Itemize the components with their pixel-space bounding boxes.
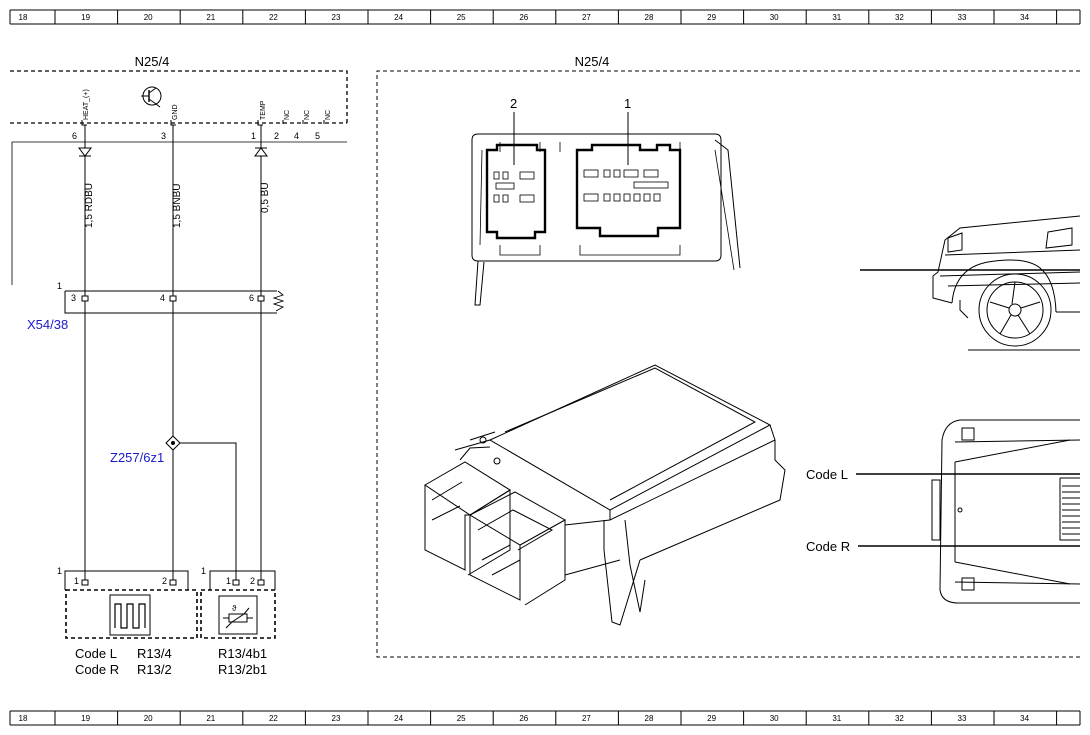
- arrow-up-icon: [254, 147, 268, 157]
- splice-label: Z257/6z1: [110, 450, 164, 465]
- heater-number: 1: [57, 566, 62, 576]
- grid-number: 32: [895, 13, 904, 22]
- signal-nc-4: NC: [304, 110, 311, 120]
- module-dashed-border: [10, 70, 348, 123]
- signal-nc-2: NC: [284, 110, 291, 120]
- grid-number: 29: [707, 714, 716, 723]
- grid-number: 28: [645, 13, 654, 22]
- grid-number: 28: [645, 714, 654, 723]
- vehicle-top-view: [931, 419, 1081, 604]
- connector-pin-4: 4: [160, 293, 165, 303]
- grid-number: 30: [770, 13, 779, 22]
- heater-ref-r: R13/2: [137, 662, 172, 677]
- illustration-panel: N25/4: [376, 54, 1081, 658]
- temperature-sensor: [200, 570, 276, 639]
- thermistor-icon: ϑ: [218, 595, 258, 635]
- module-isometric: [424, 364, 786, 626]
- arrow-down-icon: [78, 147, 92, 157]
- grid-number: 22: [269, 13, 278, 22]
- grid-number: 33: [958, 714, 967, 723]
- transistor-icon: [141, 86, 162, 108]
- grid-bar-top: 18 19 20 21 22 23 24 25 26 27 28 29 30 31 32 33 34: [9, 9, 1081, 25]
- sensor-pin-2: 2: [250, 576, 255, 586]
- heater-code-r: Code R: [75, 662, 119, 677]
- grid-number: 31: [832, 714, 841, 723]
- wire-label-bnbu: 1,5 BNBU: [172, 184, 183, 228]
- socket-label-1: 1: [624, 96, 631, 111]
- grid-number: 32: [895, 714, 904, 723]
- socket-label-2: 2: [510, 96, 517, 111]
- illustration-code-l: Code L: [806, 467, 848, 482]
- grid-bar-bottom: 18 19 20 21 22 23 24 25 26 27 28 29 30 31 32 33 34: [9, 710, 1081, 726]
- vehicle-side-view: [932, 215, 1081, 351]
- sensor-pin-1: 1: [226, 576, 231, 586]
- signal-temp: TEMP: [260, 100, 267, 120]
- grid-number: 31: [832, 13, 841, 22]
- connector-pin-6: 6: [249, 293, 254, 303]
- heater-pin-1: 1: [74, 576, 79, 586]
- heater-pin-2: 2: [162, 576, 167, 586]
- module-pin-2: 2: [274, 131, 279, 141]
- module-pin-5: 5: [315, 131, 320, 141]
- grid-number: 25: [457, 714, 466, 723]
- module-pin-4: 4: [294, 131, 299, 141]
- grid-number: 26: [519, 714, 528, 723]
- illustration-border: [376, 70, 1080, 658]
- grid-number: 18: [19, 13, 28, 22]
- connector-pin-3: 3: [71, 293, 76, 303]
- grid-number: 21: [206, 714, 215, 723]
- grid-number: 34: [1020, 13, 1029, 22]
- grid-number: 30: [770, 714, 779, 723]
- illustration-module-label: N25/4: [575, 54, 610, 69]
- wire-label-rdbu: 1,5 RDBU: [84, 183, 95, 228]
- sensor-number: 1: [201, 566, 206, 576]
- grid-number: 25: [457, 13, 466, 22]
- grid-number: 26: [519, 13, 528, 22]
- illustration-code-r: Code R: [806, 539, 850, 554]
- grid-number: 20: [144, 714, 153, 723]
- splice-icon: [165, 435, 181, 451]
- connector-x54-38: [64, 290, 285, 314]
- module-pin-6: 6: [72, 131, 77, 141]
- grid-number: 27: [582, 714, 591, 723]
- heater-element: [64, 570, 198, 639]
- connector-label: X54/38: [27, 317, 68, 332]
- grid-number: 27: [582, 13, 591, 22]
- heater-code-l: Code L: [75, 646, 117, 661]
- grid-number: 18: [19, 714, 28, 723]
- module-pin-3: 3: [161, 131, 166, 141]
- module-label: N25/4: [135, 54, 170, 69]
- svg-text:ϑ: ϑ: [232, 604, 237, 613]
- grid-number: 29: [707, 13, 716, 22]
- grid-number: 23: [332, 714, 341, 723]
- module-pin-1: 1: [251, 131, 256, 141]
- grid-number: 33: [958, 13, 967, 22]
- grid-number: 21: [206, 13, 215, 22]
- grid-number: 19: [81, 714, 90, 723]
- grid-number: 24: [394, 13, 403, 22]
- heater-icon: [109, 594, 151, 636]
- signal-gnd: GND: [172, 104, 179, 120]
- grid-number: 23: [332, 13, 341, 22]
- signal-nc-5: NC: [325, 110, 332, 120]
- wire-label-bu: 0,5 BU: [260, 182, 271, 213]
- sensor-ref-l: R13/4b1: [218, 646, 267, 661]
- connector-number: 1: [57, 281, 62, 291]
- heater-ref-l: R13/4: [137, 646, 172, 661]
- shield-line: [11, 141, 347, 285]
- sensor-ref-r: R13/2b1: [218, 662, 267, 677]
- grid-number: 20: [144, 13, 153, 22]
- signal-heat: HEAT_(+): [83, 89, 90, 120]
- grid-number: 19: [81, 13, 90, 22]
- grid-number: 22: [269, 714, 278, 723]
- grid-number: 24: [394, 714, 403, 723]
- grid-number: 34: [1020, 714, 1029, 723]
- schematic: N25/4 HEAT_(+) GND TEMP NC NC NC 6 3 1 2: [10, 54, 348, 677]
- connector-front-view: [471, 112, 741, 306]
- wires: [84, 125, 262, 580]
